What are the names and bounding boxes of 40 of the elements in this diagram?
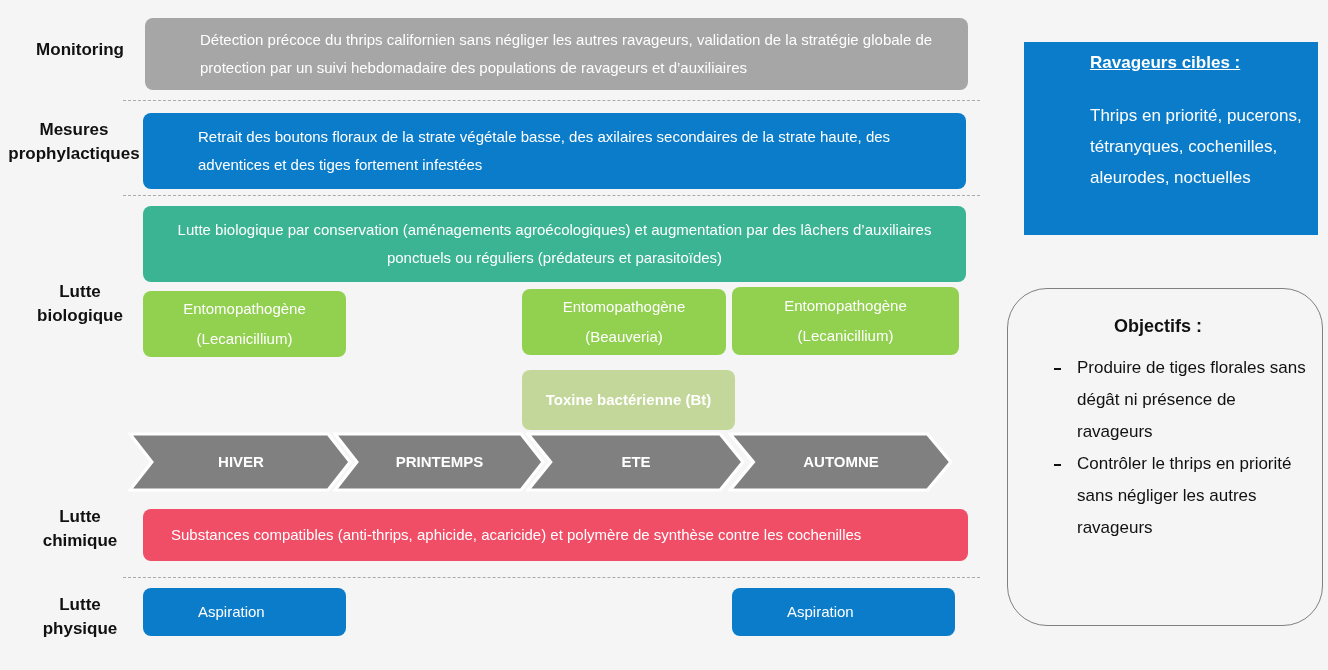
season-label: PRINTEMPS <box>395 451 484 472</box>
treatment-box <box>732 287 959 355</box>
row-label: Lutte biologique <box>36 281 124 327</box>
target-pests-panel <box>1024 42 1318 235</box>
treatment-box <box>143 291 346 357</box>
objective-item: Contrôler le thrips en priorité sans négliger les autres ravageurs <box>1077 453 1293 539</box>
physical-control-box <box>143 588 346 636</box>
box-text: Substances compatibles (anti-thrips, aphicide, acaricide) et polymère de synthèse contre les cochenilles <box>171 525 862 545</box>
box-text: Entomopathogène (Beauveria) <box>561 297 687 347</box>
panel-text: Thrips en priorité, pucerons, tétranyques, cochenilles, aleurodes, noctuelles <box>1090 104 1303 189</box>
box-text: Toxine bactérienne (Bt) <box>545 390 712 410</box>
box-text: Lutte biologique par conservation (aménagements agroécologiques) et augmentation par des lâchers d’auxiliaires ponctuels ou réguliers (prédateurs et parasitoïdes) <box>176 220 933 268</box>
physical-control-box <box>732 588 955 636</box>
panel-heading: Objectifs : <box>1114 315 1202 338</box>
season-band <box>728 432 954 492</box>
monitoring-bar <box>145 18 968 90</box>
season-label: HIVER <box>218 451 264 472</box>
treatment-box <box>522 289 726 355</box>
prophylaxis-bar <box>143 113 966 189</box>
row-label: Lutte physique <box>41 594 119 640</box>
treatment-box <box>522 370 735 430</box>
panel-heading: Ravageurs cibles : <box>1090 52 1241 74</box>
box-text: Détection précoce du thrips californien sans négliger les autres ravageurs, validation de la stratégie globale de protection par un suivi hebdomadaire des populations de ravageurs et d’auxiliaires <box>200 30 934 78</box>
objective-item: Produire de tiges florales sans dégât ni présence de ravageurs <box>1077 357 1307 443</box>
box-text: Entomopathogène (Lecanicillium) <box>783 296 908 346</box>
biological-control-bar <box>143 206 966 282</box>
season-band <box>128 432 354 492</box>
season-band <box>526 432 746 492</box>
chemical-control-bar <box>143 509 968 561</box>
season-label: AUTOMNE <box>803 451 879 472</box>
row-label: Mesures prophylactiques <box>7 119 141 165</box>
box-text: Entomopathogène (Lecanicillium) <box>182 299 307 349</box>
box-text: Retrait des boutons floraux de la strate végétale basse, des axilaires secondaires de la strate haute, des adventices et des tiges fortement infestées <box>198 127 892 175</box>
box-text: Aspiration <box>198 602 265 622</box>
season-band <box>333 432 546 492</box>
row-label: Monitoring <box>35 39 125 61</box>
season-label: ETE <box>621 451 651 472</box>
box-text: Aspiration <box>787 602 854 622</box>
row-label: Lutte chimique <box>41 506 119 552</box>
objectives-panel <box>1007 288 1323 626</box>
